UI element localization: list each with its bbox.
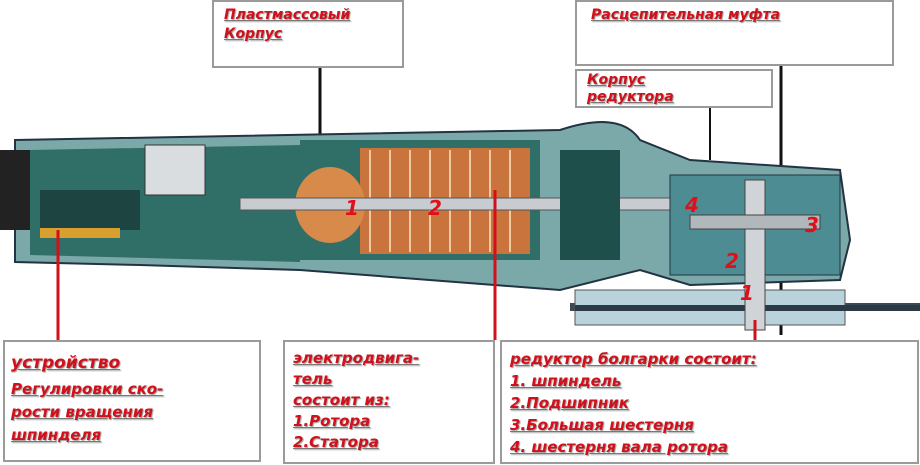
gearbox-box: редуктор болгарки состоит: 1. шпиндель 2… [500,340,919,464]
speed-control-box: устройство Регулировки ско- рости вращен… [3,340,261,462]
motor-box: электродвига- тель состоит из: 1.Ротора … [283,340,495,464]
power-cord-end [0,150,30,230]
speed-wheel [40,228,120,238]
number-rotor-gear: 4 [684,193,699,217]
callout-text: Расцепительная муфта [591,7,781,23]
callout-text: редуктора [587,89,674,105]
callout-clutch: Расцепительная муфта [575,0,894,66]
box-line: 2.Подшипник [510,394,629,412]
box-title: устройство [11,353,121,373]
box-line: 2.Статора [293,433,379,451]
callout-gearbox-housing: Корпус редуктора [575,69,773,108]
box-line: шпинделя [11,426,102,444]
big-gear [689,214,821,230]
number-stator: 2 [428,196,442,220]
box-line: 1.Ротора [293,412,371,430]
callout-plastic-housing: Пластмассовый Корпус [212,0,404,68]
number-big-gear: 3 [805,213,819,237]
number-spindle: 1 [740,281,754,305]
callout-text: Корпус [587,72,646,88]
box-line: рости вращения [11,403,153,421]
box-line: электродвига- [293,349,420,367]
box-line: состоит из: [293,391,390,409]
box-line: 3.Большая шестерня [510,416,694,434]
box-line: 1. шпиндель [510,372,622,390]
callout-text: Пластмассовый [224,7,351,23]
box-line: тель [293,370,333,388]
number-bearing: 2 [725,249,739,273]
box-title: редуктор болгарки состоит: [510,350,757,368]
box-line: 4. шестерня вала ротора [510,438,729,456]
callout-text: Корпус [224,26,283,42]
box-line: Регулировки ско- [11,380,164,398]
spindle [744,179,766,331]
number-rotor: 1 [345,196,359,220]
